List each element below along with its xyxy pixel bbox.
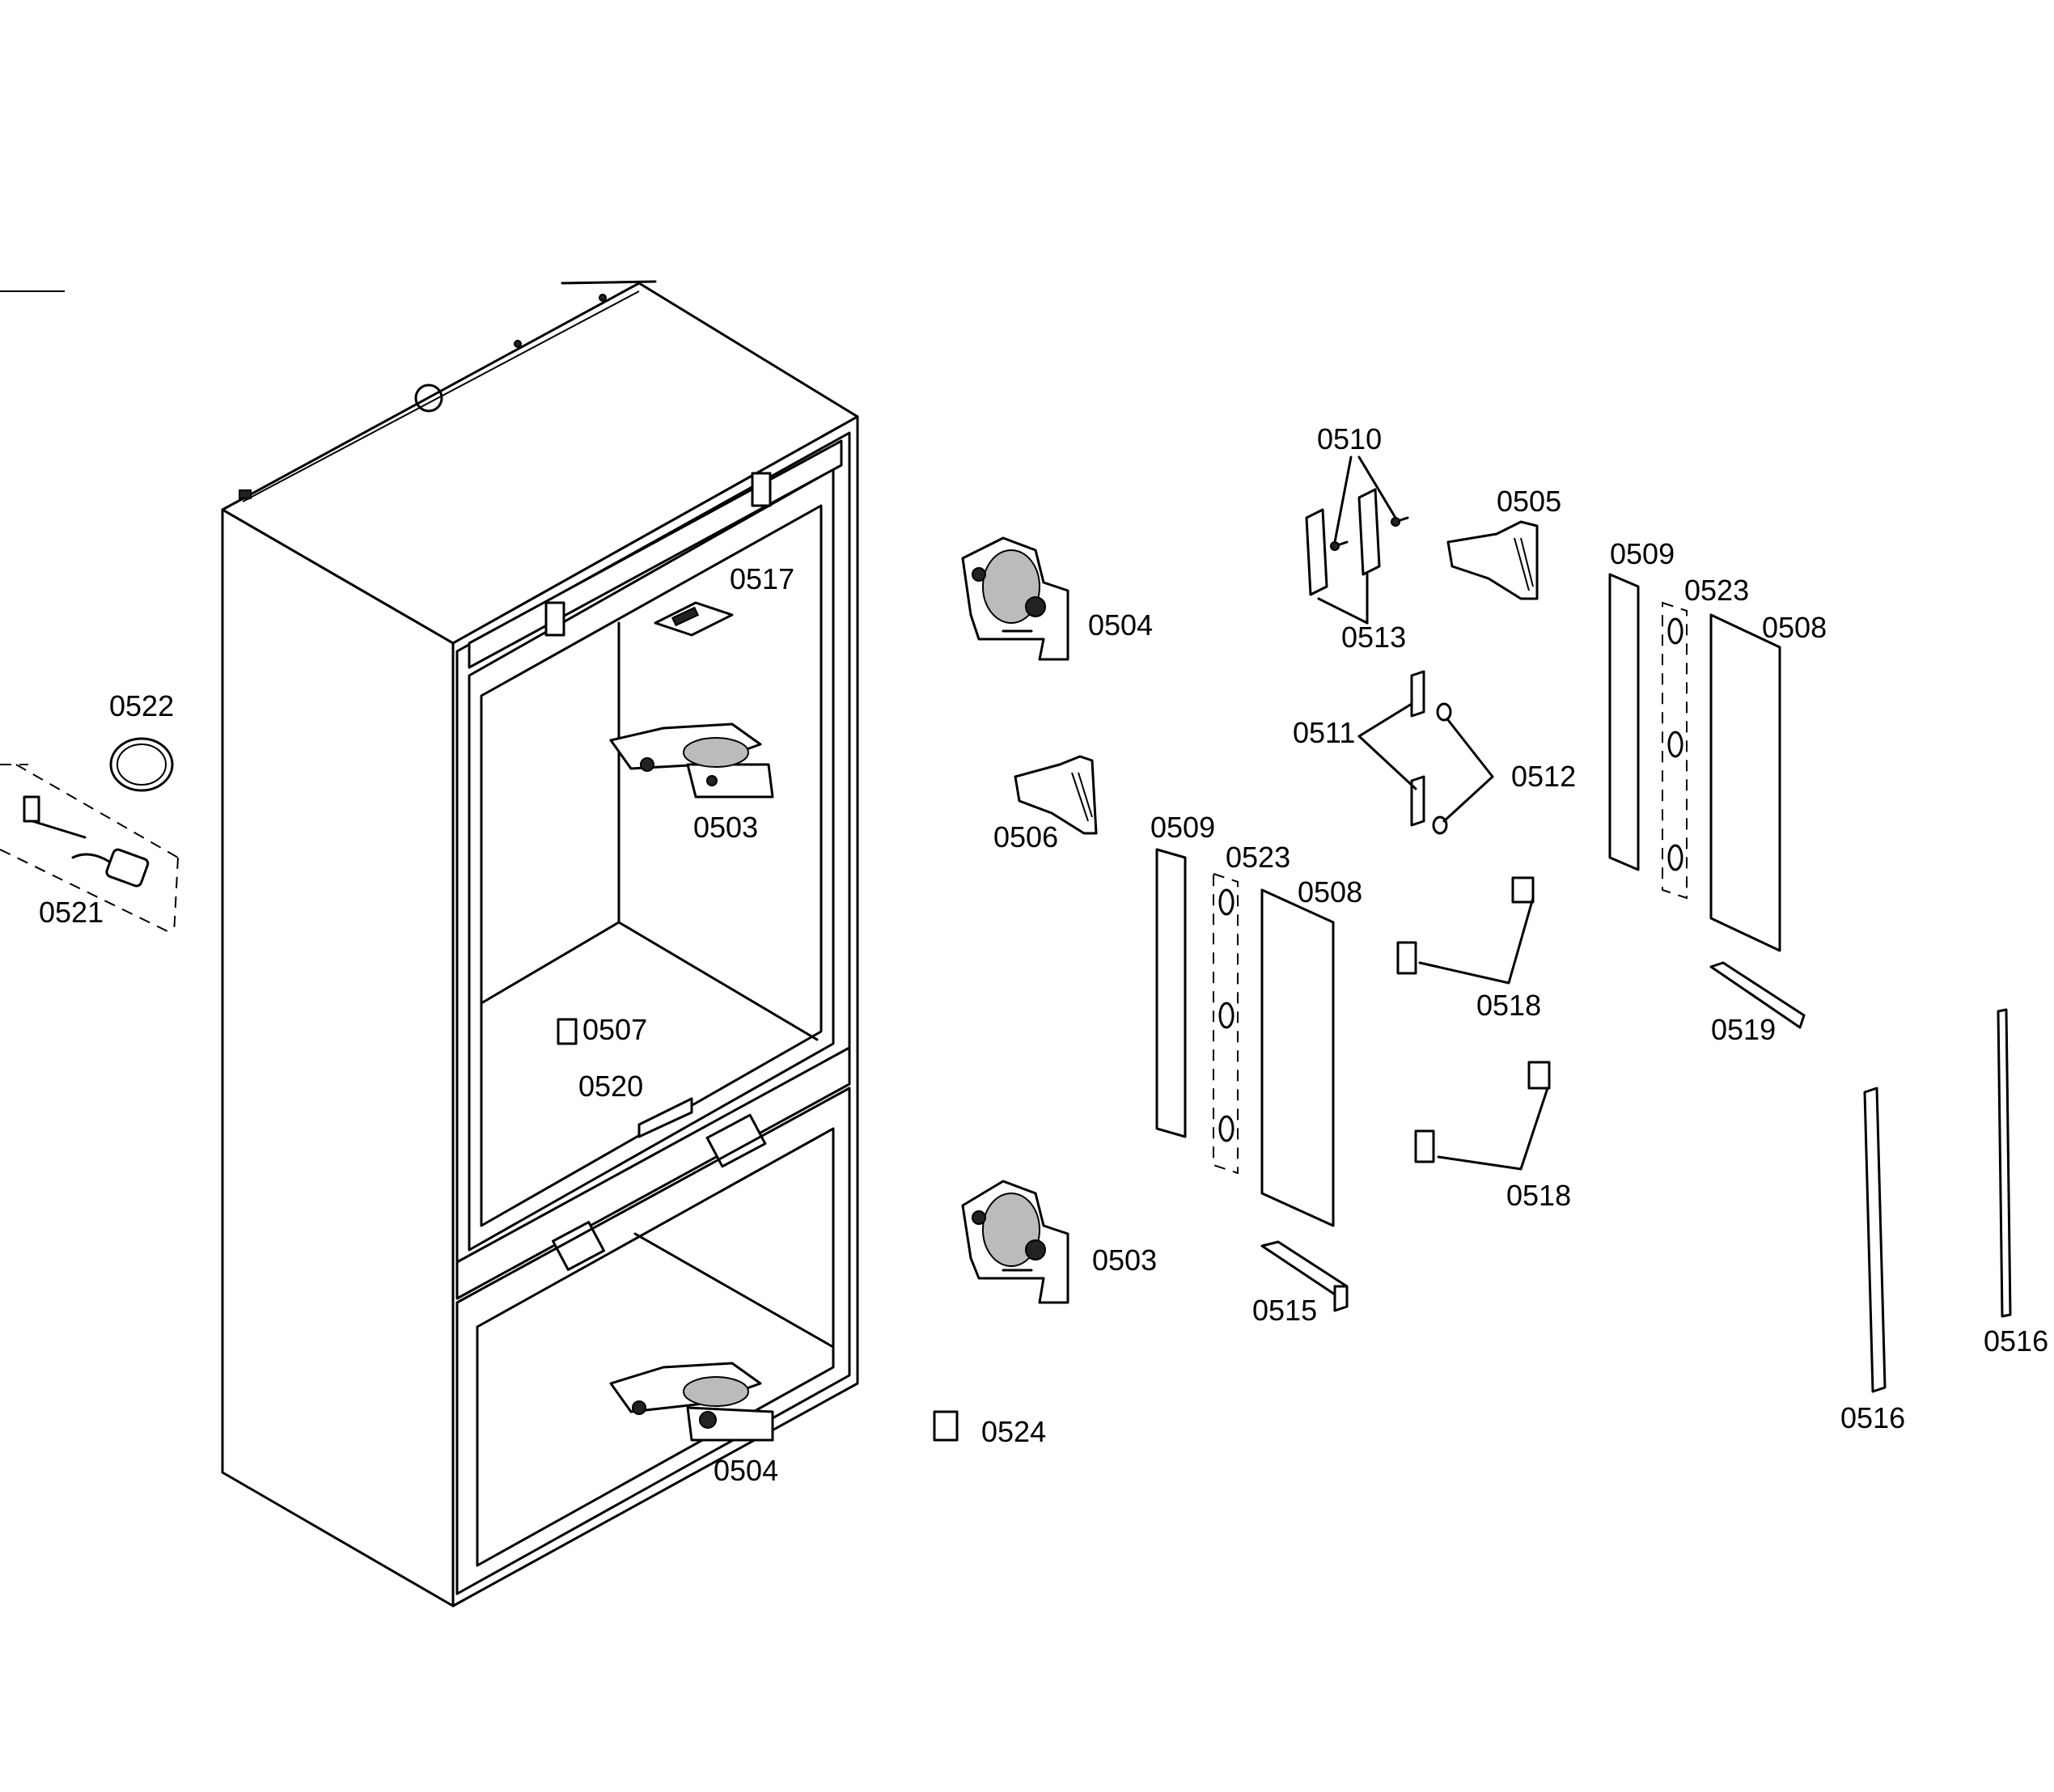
leader-0513-a	[1317, 597, 1369, 625]
part-0515-rail	[1260, 1240, 1349, 1312]
part-0516-strip-b	[1997, 1008, 2012, 1318]
label-0516-left: 0516	[1840, 1401, 1905, 1434]
part-0513-plates	[1305, 488, 1381, 596]
label-0504-top: 0504	[1088, 608, 1153, 642]
part-0510-screws	[1330, 516, 1409, 551]
refrigerator-cabinet	[221, 282, 859, 1608]
label-0520: 0520	[578, 1070, 643, 1103]
leader-0511-a	[1357, 702, 1413, 738]
part-0508-panel-left	[1260, 888, 1335, 1227]
part-0522-ring	[109, 737, 174, 792]
label-0516-right: 0516	[1984, 1324, 2048, 1358]
part-0511-brackets	[1410, 670, 1425, 827]
label-0519: 0519	[1711, 1013, 1776, 1046]
leader-0518-b	[1437, 1087, 1549, 1171]
label-0507: 0507	[582, 1013, 647, 1046]
part-0509-strip-left	[1155, 848, 1187, 1138]
leader-0510-a	[1333, 455, 1353, 544]
part-0520-plate	[637, 1097, 693, 1138]
label-0524: 0524	[981, 1415, 1046, 1448]
label-0505: 0505	[1497, 485, 1561, 518]
label-0509-left: 0509	[1150, 811, 1215, 844]
part-0508-panel-right	[1709, 613, 1781, 952]
label-0511: 0511	[1293, 716, 1355, 749]
part-0518-clips-upper	[1396, 876, 1535, 975]
part-0524-clip	[933, 1410, 959, 1442]
label-0506: 0506	[993, 820, 1058, 854]
label-0518-upper: 0518	[1476, 989, 1541, 1022]
label-0513: 0513	[1341, 621, 1406, 654]
part-0504-hinge-exploded	[961, 536, 1069, 661]
label-0503-upper: 0503	[693, 811, 758, 844]
part-0518-clips-lower	[1414, 1061, 1551, 1163]
part-0507-clip	[557, 1018, 578, 1045]
label-0510: 0510	[1317, 422, 1382, 455]
part-0505-bracket	[1446, 520, 1539, 600]
label-0523-left: 0523	[1226, 841, 1290, 874]
label-0517: 0517	[730, 562, 794, 595]
part-0517-bracket	[654, 601, 734, 637]
part-0516-strip-a	[1863, 1087, 1887, 1393]
label-0518-lower: 0518	[1506, 1179, 1571, 1212]
label-0503-lower: 0503	[1092, 1243, 1157, 1277]
part-0503-upper-hinge	[609, 722, 774, 799]
label-0508-right: 0508	[1762, 611, 1827, 644]
part-0509-strip-right	[1608, 573, 1640, 871]
label-0512: 0512	[1511, 760, 1576, 793]
part-0503-hinge-exploded	[961, 1180, 1069, 1304]
leader-0511-b	[1357, 735, 1417, 790]
part-0504-lower-hinge	[609, 1362, 774, 1442]
leader-0512-b	[1442, 775, 1494, 823]
label-0521: 0521	[39, 896, 104, 929]
leader-0510-b	[1357, 455, 1397, 519]
label-0509-right: 0509	[1610, 537, 1675, 570]
part-0512-washers	[1432, 702, 1452, 835]
label-0523-right: 0523	[1684, 574, 1749, 607]
leader-0518-a	[1418, 896, 1535, 985]
label-0522: 0522	[109, 689, 174, 722]
part-0523-set-right	[1662, 601, 1688, 900]
part-0523-set-left	[1213, 872, 1239, 1175]
label-0515: 0515	[1252, 1294, 1317, 1327]
label-0504-lower: 0504	[714, 1454, 778, 1487]
part-0521-assembly	[0, 764, 179, 935]
part-0506-bracket	[1014, 755, 1098, 835]
label-0508-left: 0508	[1298, 875, 1362, 909]
part-0519-rail	[1709, 961, 1806, 1029]
leader-0512-a	[1446, 718, 1494, 778]
